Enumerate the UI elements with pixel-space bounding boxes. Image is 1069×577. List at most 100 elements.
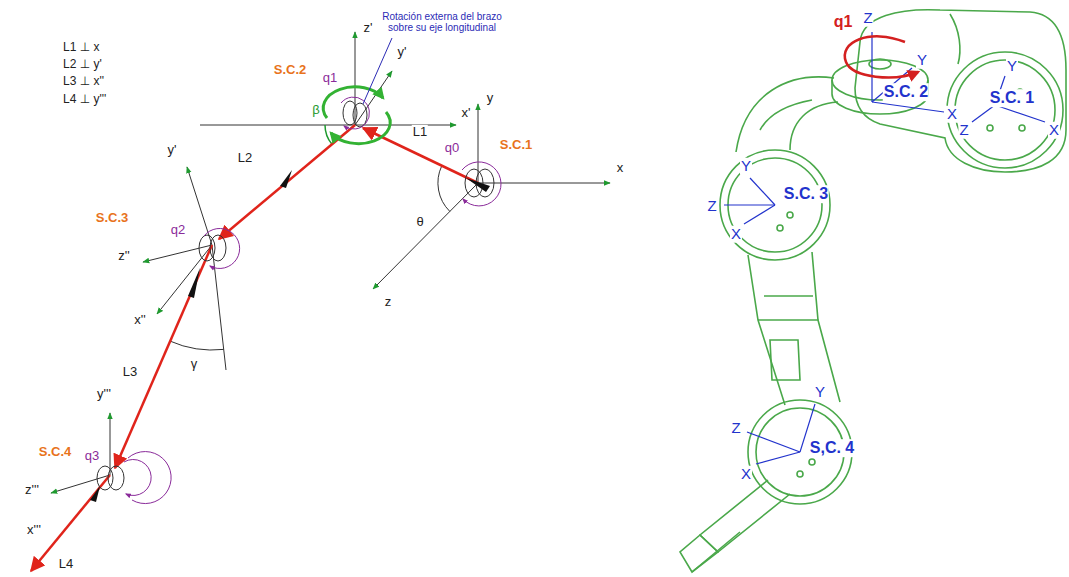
axis-label: Z xyxy=(862,10,873,27)
axis-label: Z xyxy=(958,122,969,139)
rotation-arrows-part xyxy=(341,97,369,129)
external-rotation-arrow xyxy=(323,87,390,144)
axis-label: Y xyxy=(916,52,928,69)
axis-label: x' xyxy=(461,106,472,120)
robot-arm-drawing-part xyxy=(947,52,1063,168)
axis-label: Y xyxy=(740,158,752,175)
robot-arm-drawing-part xyxy=(950,14,960,64)
robot-arm-drawing-part xyxy=(700,480,790,552)
robot-arm-drawing-part xyxy=(760,100,812,130)
coordinate-axes-part xyxy=(110,413,111,475)
axis-label: Z xyxy=(730,420,741,437)
frame-axes-part xyxy=(750,178,775,205)
robot-arm-drawing-part xyxy=(748,255,785,405)
axis-label: Z xyxy=(706,198,717,215)
constraint-note: L1 ⊥ x xyxy=(62,41,100,54)
link-hatch-marks-part xyxy=(188,268,200,298)
link-vectors-part xyxy=(115,245,212,468)
coordinate-axes xyxy=(51,32,610,493)
coordinate-axes-part xyxy=(212,245,226,370)
robot-arm-drawing-part xyxy=(758,319,818,321)
leader-line xyxy=(363,38,392,104)
robot-arm-drawing-part xyxy=(736,77,834,152)
angle-label: γ xyxy=(190,357,199,371)
angle-label: θ xyxy=(415,215,424,229)
frame-label: S.C.2 xyxy=(273,63,308,77)
joint-symbols xyxy=(97,101,494,490)
coordinate-axes-part xyxy=(143,245,212,262)
q1-rotation-arrow xyxy=(845,36,918,77)
axis-label: X xyxy=(1048,122,1060,139)
frame-label: S.C. 1 xyxy=(989,89,1035,107)
joint-variable: q3 xyxy=(84,449,100,463)
axis-label: Y xyxy=(1006,58,1018,75)
frame-axes xyxy=(724,32,1045,464)
frame-label: S,C. 4 xyxy=(809,439,855,457)
axis-label: z' xyxy=(363,21,374,35)
constraint-note: L2 ⊥ y' xyxy=(62,58,103,71)
link-hatch-marks-part xyxy=(90,486,100,502)
robot-arm-drawing-part xyxy=(770,340,800,380)
axis-label: X xyxy=(730,226,742,243)
axis-label: Y xyxy=(814,384,826,401)
q1-rotation-arrow-part xyxy=(845,36,918,77)
link-label: L4 xyxy=(58,557,74,571)
frame-label: S.C.3 xyxy=(95,211,130,225)
axis-label: x xyxy=(616,161,625,175)
axis-label: y xyxy=(486,91,495,105)
rotation-arrows-part xyxy=(128,452,171,504)
joint-variable: q0 xyxy=(444,141,460,155)
link-label: L2 xyxy=(237,151,253,165)
constraint-note: L3 ⊥ x'' xyxy=(62,75,105,88)
frame-axes-part xyxy=(995,105,1045,122)
robot-arm-drawing-part xyxy=(812,252,840,402)
frame-label: S.C.4 xyxy=(38,445,73,459)
rotation-arrows-part xyxy=(124,459,151,495)
robot-arm-drawing-part xyxy=(987,125,993,131)
frame-axes-part xyxy=(724,204,775,205)
axis-label: y' xyxy=(167,143,178,157)
robot-arm-drawing-part xyxy=(809,459,815,465)
frame-axes-part xyxy=(972,105,995,122)
axis-label: X xyxy=(946,106,958,123)
frame-axes-part xyxy=(744,205,775,224)
external-rotation-arrow-part xyxy=(323,87,383,118)
frame-axes-part xyxy=(871,32,872,102)
robot-arm-drawing-part xyxy=(764,295,813,297)
link-vectors-part xyxy=(219,125,355,239)
angle-arcs-part xyxy=(438,166,450,211)
coordinate-axes-part xyxy=(373,183,478,289)
robot-arm-drawing-part xyxy=(777,225,783,231)
frame-axes-part xyxy=(872,102,944,112)
frame-axes-part xyxy=(756,452,800,464)
joint-symbols-part xyxy=(353,103,367,127)
axis-label: x'' xyxy=(133,313,146,327)
axis-label: y' xyxy=(397,45,408,59)
joint-symbols-part xyxy=(108,466,124,490)
robot-arm-drawing-part xyxy=(692,532,740,572)
robot-arm-drawing-part xyxy=(955,60,1055,160)
robot-arm-drawing-part xyxy=(855,10,1066,172)
link-label: L3 xyxy=(122,365,138,379)
coordinate-axes-part xyxy=(187,167,212,245)
link-hatch-marks-part xyxy=(466,178,490,192)
link-vectors xyxy=(31,125,478,571)
external-rotation-arrow-part xyxy=(331,112,390,144)
rotation-arrows xyxy=(124,97,501,503)
rotation-arrows-part xyxy=(204,228,240,268)
joint-variable: q1 xyxy=(833,13,854,31)
angle-arcs xyxy=(170,125,450,350)
frame-label: S.C. 3 xyxy=(783,185,829,203)
link-label: L1 xyxy=(412,125,428,139)
robot-arm-drawing-part xyxy=(720,150,830,260)
joint-symbols-part xyxy=(343,101,357,125)
frame-axes-part xyxy=(747,432,800,452)
link-hatch-marks-part xyxy=(280,170,292,188)
robot-arm-drawing-part xyxy=(787,212,793,218)
axis-label: z''' xyxy=(24,483,40,497)
axis-label: y''' xyxy=(96,387,112,401)
coordinate-axes-part xyxy=(157,245,212,314)
angle-label: β xyxy=(311,103,320,117)
coordinate-axes-part xyxy=(478,183,610,184)
